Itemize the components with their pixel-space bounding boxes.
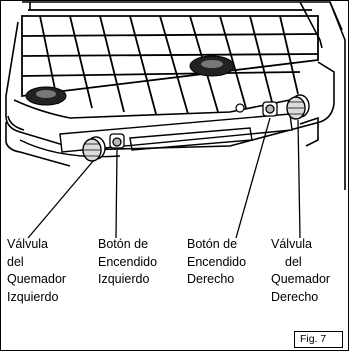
label-line: Botón de — [98, 237, 149, 251]
leader-left-igniter — [115, 149, 118, 239]
label-line: Derecho — [271, 289, 319, 304]
figure-label: Fig. 7 — [294, 331, 343, 348]
label-right-igniter: Botón de Encendido Derecho — [187, 236, 246, 289]
label-line: Encendido — [187, 254, 247, 269]
label-left-valve: Válvula del Quemador Izquierdo — [7, 236, 66, 306]
left-igniter-button — [109, 133, 125, 149]
cooking-grate — [21, 9, 319, 115]
panel-screw — [235, 103, 245, 113]
leader-right-valve — [297, 119, 301, 239]
left-burner — [25, 86, 67, 106]
label-line: Encendido — [98, 254, 158, 269]
right-valve-knob — [286, 94, 310, 120]
right-igniter-button — [262, 101, 278, 117]
label-line: Válvula — [271, 237, 312, 251]
leader-lines — [27, 117, 301, 239]
label-line: Quemador — [7, 272, 67, 286]
stove-lid — [22, 1, 346, 190]
label-left-igniter: Botón de Encendido Izquierdo — [98, 236, 157, 289]
label-line: Botón de — [187, 237, 238, 251]
right-burner — [189, 55, 235, 77]
leader-right-igniter — [235, 117, 271, 239]
leader-left-valve — [27, 159, 95, 239]
label-line: Izquierdo — [7, 289, 59, 304]
label-line: Derecho — [187, 272, 235, 286]
label-line: Izquierdo — [98, 272, 150, 286]
label-line: Quemador — [271, 272, 331, 286]
left-valve-knob — [82, 136, 106, 162]
label-line: del — [7, 254, 24, 269]
label-line: del — [285, 254, 302, 269]
label-right-valve: Válvula del Quemador Derecho — [271, 236, 330, 306]
label-line: Válvula — [7, 237, 48, 251]
control-panel — [19, 113, 293, 158]
